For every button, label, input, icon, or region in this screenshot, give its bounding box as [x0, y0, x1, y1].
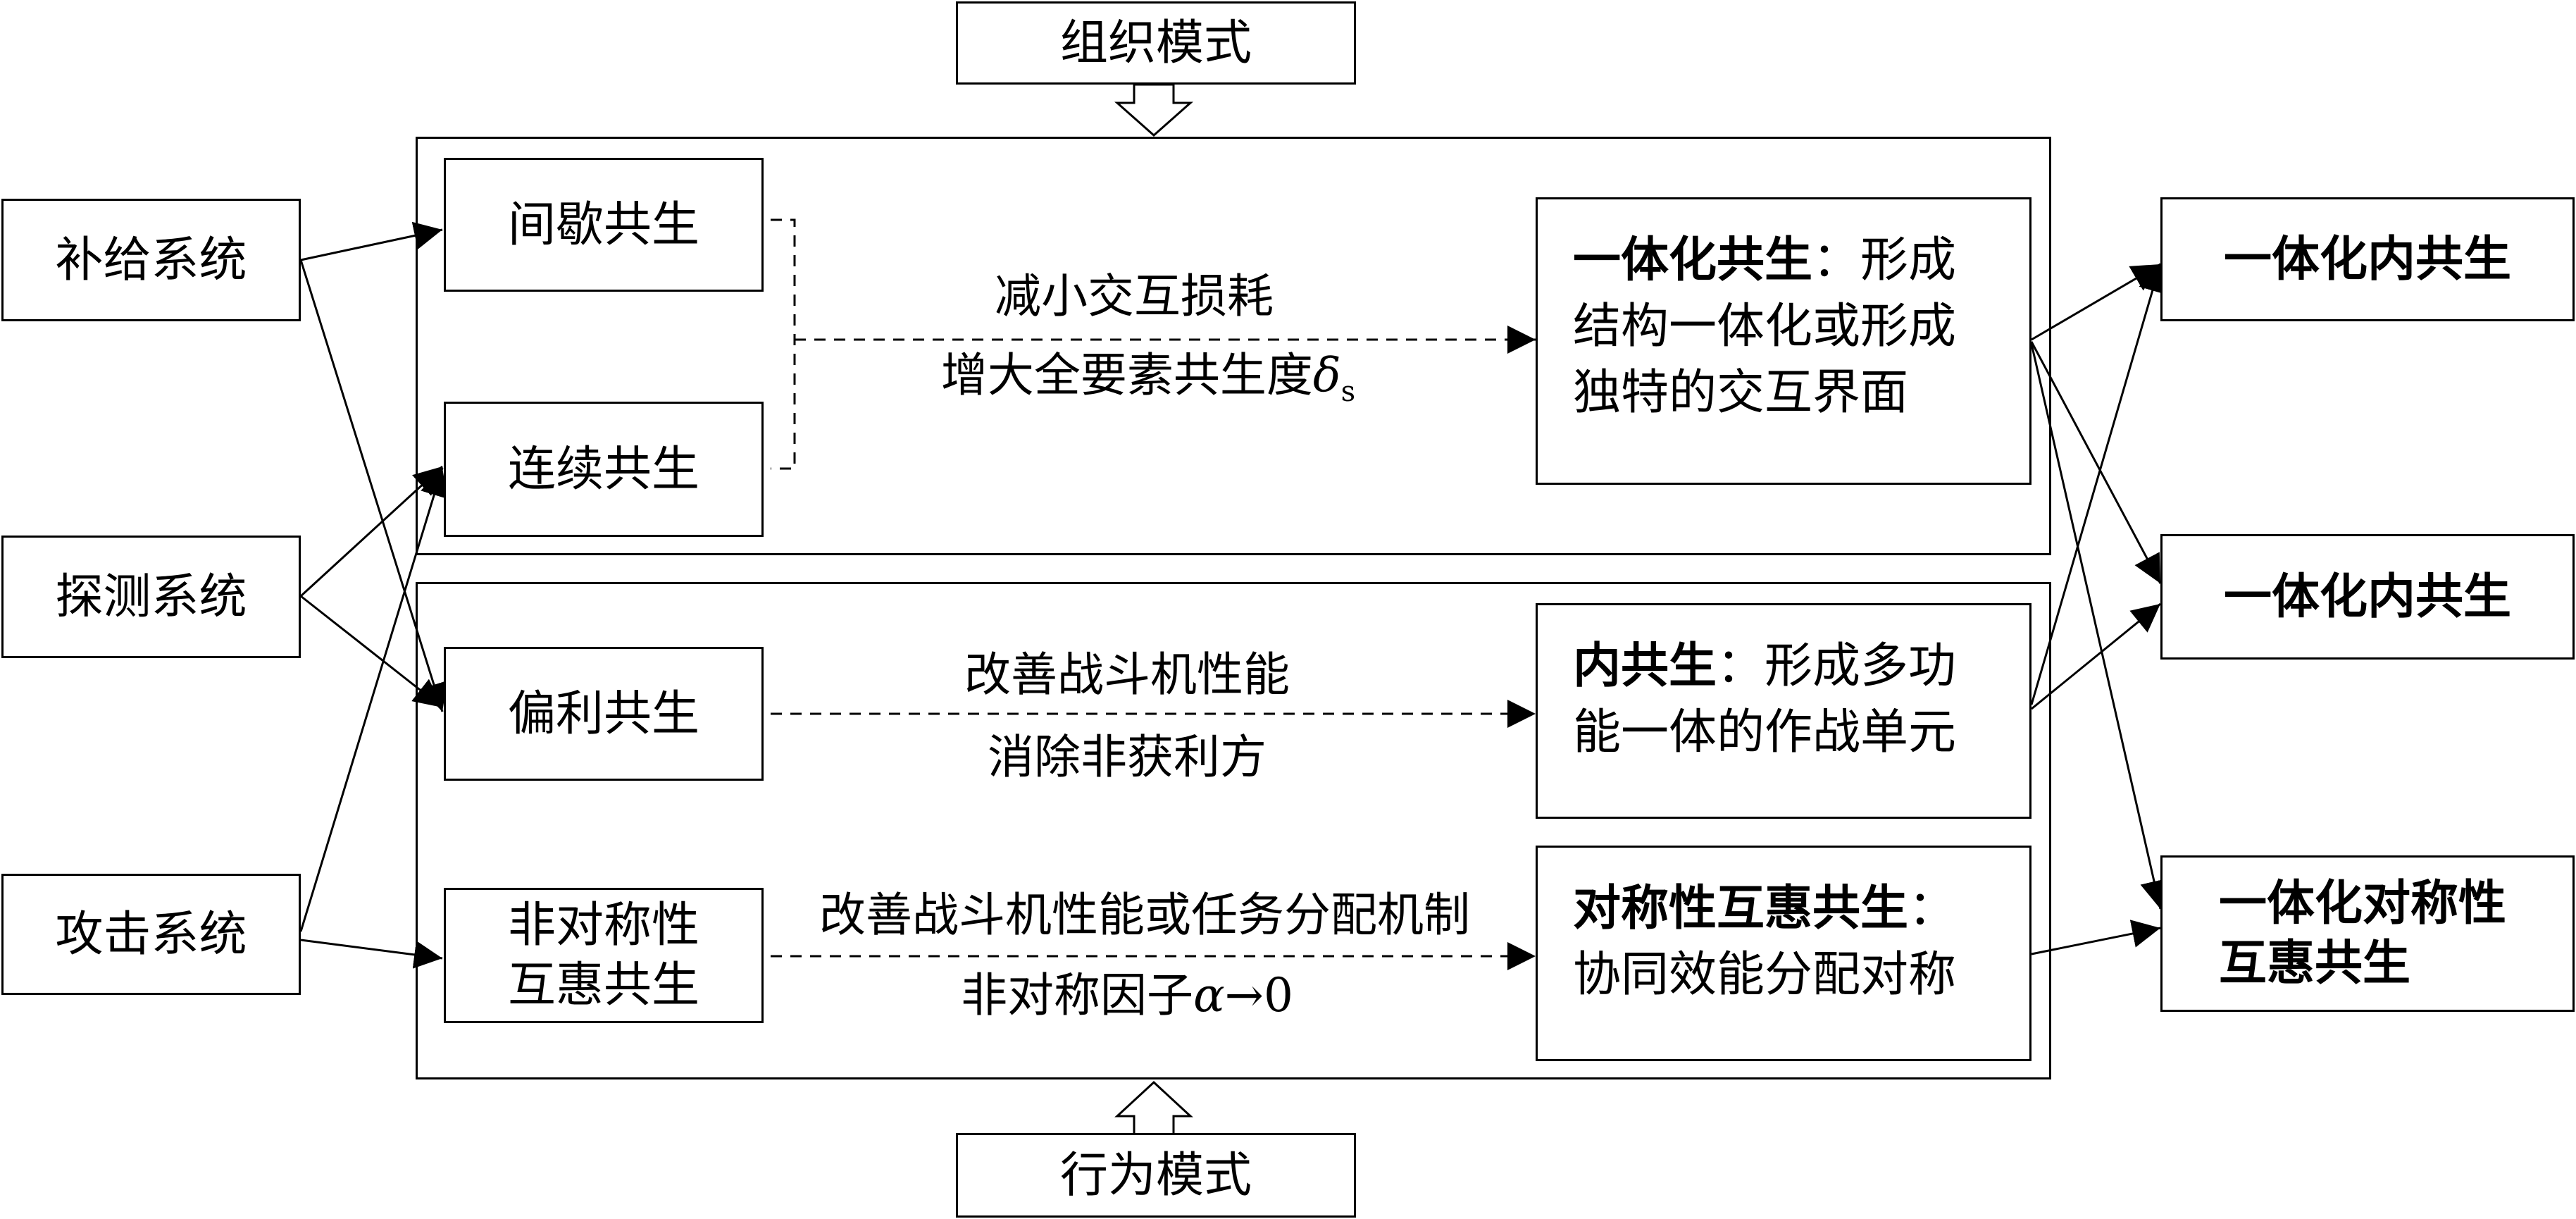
continuous-symbiosis-label: 连续共生	[507, 441, 699, 497]
arrow-supply-intermittent	[300, 221, 443, 261]
arrow-r3-o3	[2031, 920, 2161, 955]
path2-label-line1: 改善战斗机性能	[964, 648, 1290, 702]
symmetric-mutualism-result-box: 对称性互惠共生：协同效能分配对称	[1536, 846, 2031, 1061]
bottom-mode-arrow	[1114, 1080, 1193, 1136]
endosymbiosis-text: ：形成多功能一体的作战单元	[1573, 638, 1957, 760]
outcome-1-label: 一体化内共生	[2223, 230, 2511, 287]
commensal-symbiosis-label: 偏利共生	[507, 686, 699, 742]
outcome-box-3: 一体化对称性 互惠共生	[2160, 855, 2575, 1012]
intermittent-symbiosis-label: 间歇共生	[507, 197, 699, 253]
arrow-supply-commensal	[299, 259, 448, 712]
arrow-attack-continuous	[299, 467, 448, 932]
asymmetric-mutualism-box: 非对称性 互惠共生	[444, 888, 764, 1023]
behavior-group-frame	[416, 582, 2051, 1079]
arrow-detect-commensal	[300, 595, 443, 709]
top-mode-label: 组织模式	[1059, 15, 1252, 71]
arrow-r2-o1	[2030, 263, 2166, 705]
attack-system-label: 攻击系统	[55, 906, 247, 963]
arrow-attack-asym	[300, 939, 443, 969]
asymmetric-mutualism-line2: 互惠共生	[507, 958, 699, 1013]
arrow-r2-o2	[2031, 602, 2161, 710]
outcome-box-2: 一体化内共生	[2160, 534, 2575, 660]
bottom-mode-label: 行为模式	[1059, 1147, 1252, 1203]
path1-label-line2: 增大全要素共生度δs	[940, 348, 1356, 409]
dashed-bracket	[771, 218, 796, 470]
supply-system-box: 补给系统	[1, 199, 301, 321]
path2-label-line2: 消除非获利方	[988, 730, 1267, 784]
continuous-symbiosis-box: 连续共生	[444, 402, 764, 537]
arrow-r1-o1	[2031, 263, 2161, 341]
endosymbiosis-result-box: 内共生：形成多功能一体的作战单元	[1536, 603, 2031, 819]
path1-label-line1: 减小交互损耗	[995, 269, 1274, 323]
symmetric-mutualism-text: ：协同效能分配对称	[1573, 881, 1957, 1003]
outcome-3-line2: 互惠共生	[2219, 935, 2411, 991]
intermittent-symbiosis-box: 间歇共生	[444, 158, 764, 292]
endosymbiosis-title: 内共生	[1573, 638, 1717, 694]
integrated-symbiosis-title: 一体化共生	[1573, 232, 1813, 288]
outcome-3-line1: 一体化对称性	[2219, 875, 2507, 932]
organization-group-frame	[416, 137, 2051, 555]
symmetric-mutualism-title: 对称性互惠共生	[1573, 880, 1909, 936]
top-mode-box: 组织模式	[956, 1, 1356, 85]
arrow-detect-continuous	[299, 465, 444, 598]
integrated-symbiosis-result-box: 一体化共生：形成结构一体化或形成独特的交互界面	[1536, 197, 2031, 485]
delta-symbol: δ	[1312, 348, 1341, 402]
outcome-2-label: 一体化内共生	[2223, 568, 2511, 625]
integrated-symbiosis-text: ：形成结构一体化或形成独特的交互界面	[1573, 233, 1957, 421]
arrow-r1-o2	[2030, 341, 2162, 584]
detect-system-box: 探测系统	[1, 536, 301, 658]
detect-system-label: 探测系统	[55, 569, 247, 625]
bottom-mode-box: 行为模式	[956, 1133, 1356, 1218]
supply-system-label: 补给系统	[55, 232, 247, 288]
commensal-symbiosis-box: 偏利共生	[444, 647, 764, 781]
path3-label-line1: 改善战斗机性能或任务分配机制	[819, 888, 1470, 942]
arrow-r1-o3	[2030, 343, 2168, 910]
outcome-box-1: 一体化内共生	[2160, 197, 2575, 321]
path3-label-line2: 非对称因子α→0	[961, 968, 1293, 1022]
alpha-symbol: α	[1193, 968, 1225, 1022]
attack-system-box: 攻击系统	[1, 874, 301, 995]
delta-subscript: s	[1340, 376, 1356, 409]
top-mode-arrow	[1114, 83, 1193, 137]
asymmetric-mutualism-line1: 非对称性	[507, 898, 699, 953]
